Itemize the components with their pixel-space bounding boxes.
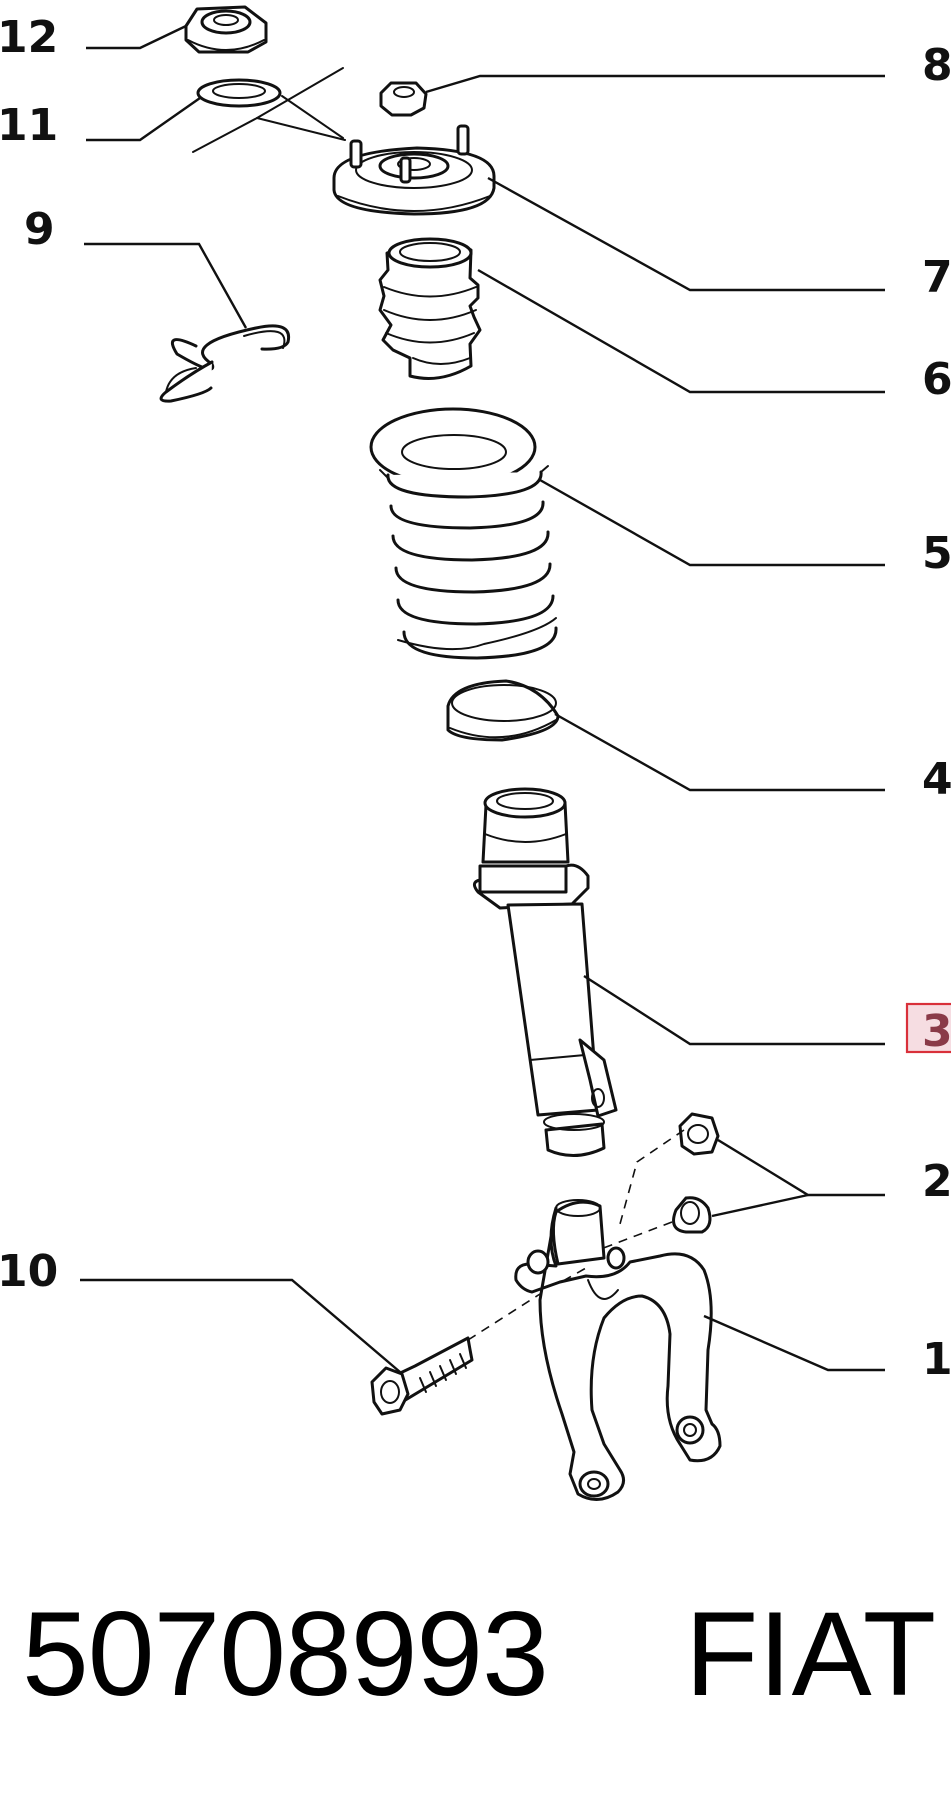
leader-line-10 [80, 1278, 401, 1373]
part-10-bolt [370, 1336, 474, 1416]
footer: 50708993 FIAT [22, 1585, 937, 1725]
callout-2: 2 [922, 1156, 951, 1207]
reference-line [256, 67, 344, 119]
leader-line-2b [711, 1193, 809, 1218]
leader-line-5 [539, 478, 885, 567]
callout-4: 4 [922, 754, 951, 805]
part-4-spring-seat [446, 679, 560, 742]
leader-line-6 [477, 268, 885, 394]
callout-10: 10 [0, 1246, 58, 1297]
leader-line-2a [717, 1138, 885, 1197]
leader-line-12 [86, 24, 187, 50]
part-1-lower-fork [514, 1199, 722, 1501]
part-12-top-nut [184, 5, 268, 54]
assembly-dashed-line [619, 1129, 685, 1225]
part-2-nut-and-washer [672, 1112, 720, 1234]
part-6-bump-stop [378, 237, 482, 380]
leader-line-7 [487, 176, 885, 292]
callout-5: 5 [922, 528, 951, 579]
callout-11: 11 [0, 100, 58, 151]
leader-line-3 [583, 974, 885, 1046]
leader-line-9 [84, 242, 248, 329]
part-5-coil-spring [369, 407, 558, 660]
assembly-dashed-line [592, 1221, 673, 1253]
leader-line-4 [554, 712, 885, 792]
callout-7: 7 [922, 252, 951, 303]
callout-1: 1 [922, 1334, 951, 1385]
leader-line-1 [703, 1314, 885, 1372]
part-3-shock-absorber [473, 787, 618, 1157]
leader-line-8 [425, 74, 885, 94]
callout-12: 12 [0, 12, 58, 63]
part-8-small-nut [379, 81, 428, 117]
callout-8: 8 [922, 40, 951, 91]
part-7-top-mount [332, 124, 496, 216]
callout-6: 6 [922, 354, 951, 405]
leader-line-11 [86, 97, 201, 142]
part-11-washer [196, 78, 282, 108]
callout-3: 3 [922, 1006, 951, 1057]
reference-line [281, 95, 344, 139]
brand-name: FIAT [685, 1587, 937, 1721]
callout-3-highlight-box [905, 1002, 951, 1054]
callout-9: 9 [24, 204, 55, 255]
part-number: 50708993 [22, 1587, 549, 1721]
part-9-wire-clip [159, 324, 291, 403]
reference-line [192, 117, 258, 153]
reference-line [256, 117, 346, 141]
